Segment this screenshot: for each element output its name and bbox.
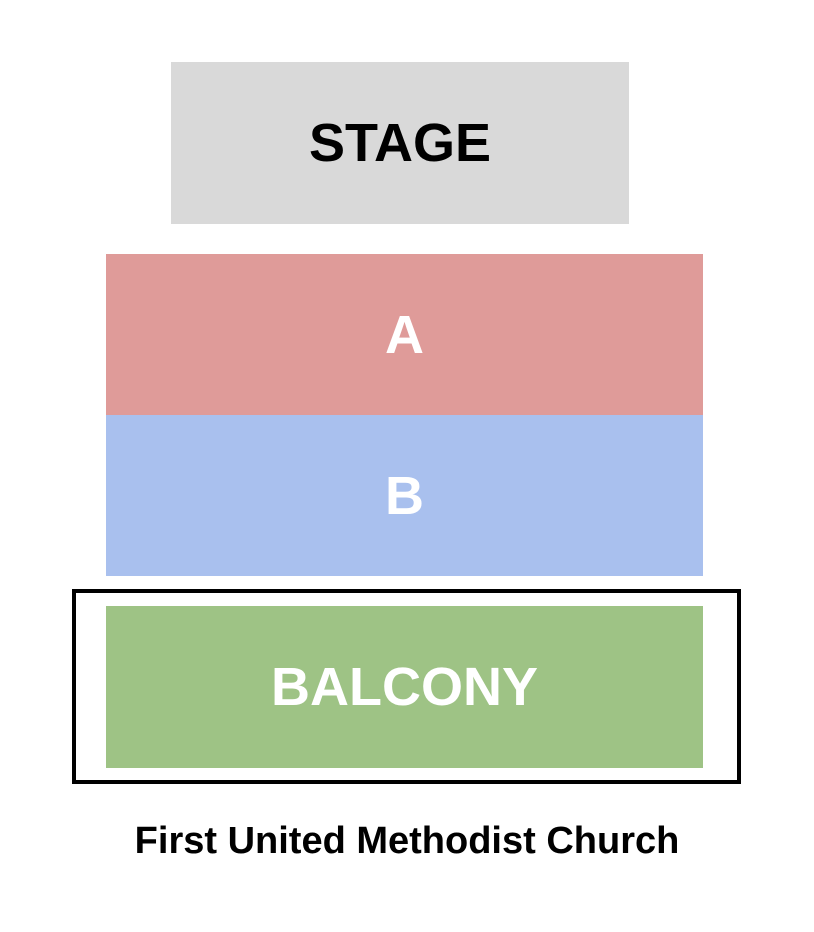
section-balcony[interactable]: BALCONY	[106, 606, 703, 768]
section-a[interactable]: A	[106, 254, 703, 415]
section-b-label: B	[385, 465, 424, 526]
section-a-label: A	[385, 304, 424, 365]
section-b[interactable]: B	[106, 415, 703, 576]
stage-area: STAGE	[171, 62, 629, 224]
balcony-highlight-frame	[72, 589, 741, 784]
section-balcony-label: BALCONY	[271, 657, 538, 717]
venue-name: First United Methodist Church	[134, 820, 680, 862]
stage-label: STAGE	[308, 113, 491, 173]
